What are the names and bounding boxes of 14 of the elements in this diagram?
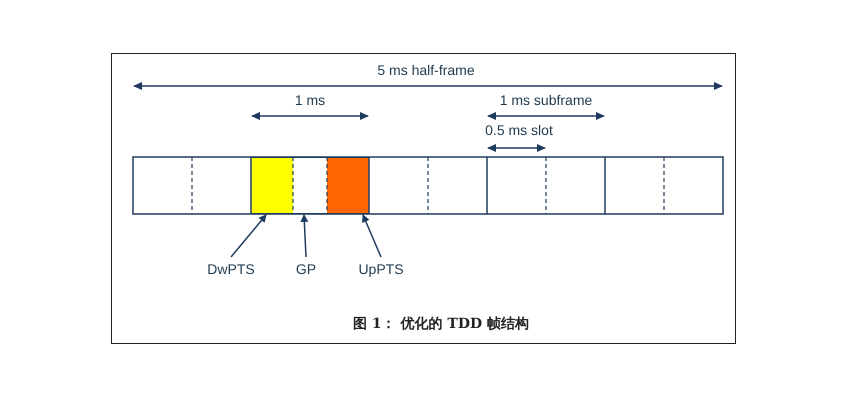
slot-label: DwPTS	[196, 259, 266, 279]
leader-line	[362, 214, 382, 258]
leader-line	[300, 214, 308, 258]
uppts-slot	[327, 157, 369, 214]
dwpts-slot	[251, 157, 293, 214]
dimension-label: 0.5 ms slot	[485, 122, 553, 138]
guard-period-slot	[293, 157, 327, 214]
dimension-label: 1 ms subframe	[500, 92, 592, 108]
slot-label: GP	[286, 259, 326, 279]
leader-line	[230, 214, 267, 258]
slot-label: UpPTS	[344, 259, 418, 279]
dimension-label: 5 ms half-frame	[377, 62, 475, 78]
figure-caption: 图 1： 优化的 TDD 帧结构	[353, 315, 529, 334]
dimension-label: 1 ms	[294, 92, 326, 108]
